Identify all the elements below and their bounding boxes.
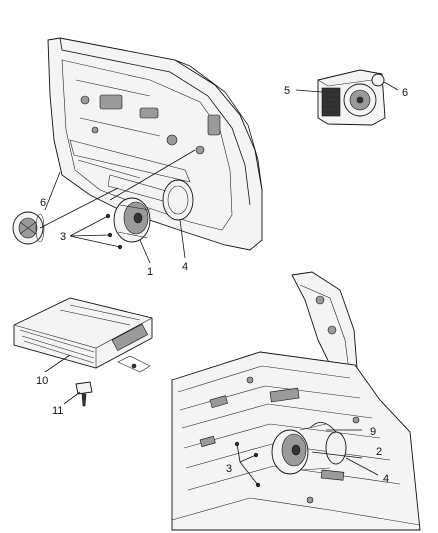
door-speaker (113, 197, 151, 243)
rear-speaker (271, 422, 347, 475)
door-tweeter (12, 211, 45, 245)
callout-4-rear: 4 (383, 473, 389, 485)
callout-6-door-tweeter: 6 (40, 197, 46, 209)
callout-10-amplifier: 10 (36, 375, 48, 387)
callout-2-rear-speaker: 2 (376, 446, 382, 458)
amplifier (13, 297, 153, 373)
callout-11-fastener: 11 (52, 405, 63, 417)
callout-5-subwoofer: 5 (284, 85, 290, 97)
rear-leader-lines (236, 429, 379, 486)
callout-6-sub-tweeter: 6 (402, 87, 408, 99)
front-door-assembly (47, 37, 263, 251)
front-leader-lines (39, 149, 196, 264)
fastener (63, 381, 93, 407)
rear-panel-assembly (171, 271, 421, 531)
callout-3-front: 3 (60, 231, 66, 243)
subwoofer-enclosure (295, 69, 399, 126)
callout-3-rear: 3 (226, 463, 232, 475)
callout-9-wire: 9 (370, 426, 376, 438)
callout-4-front: 4 (182, 261, 188, 273)
front-screws (105, 213, 123, 250)
callout-1-door-speaker: 1 (147, 266, 153, 278)
